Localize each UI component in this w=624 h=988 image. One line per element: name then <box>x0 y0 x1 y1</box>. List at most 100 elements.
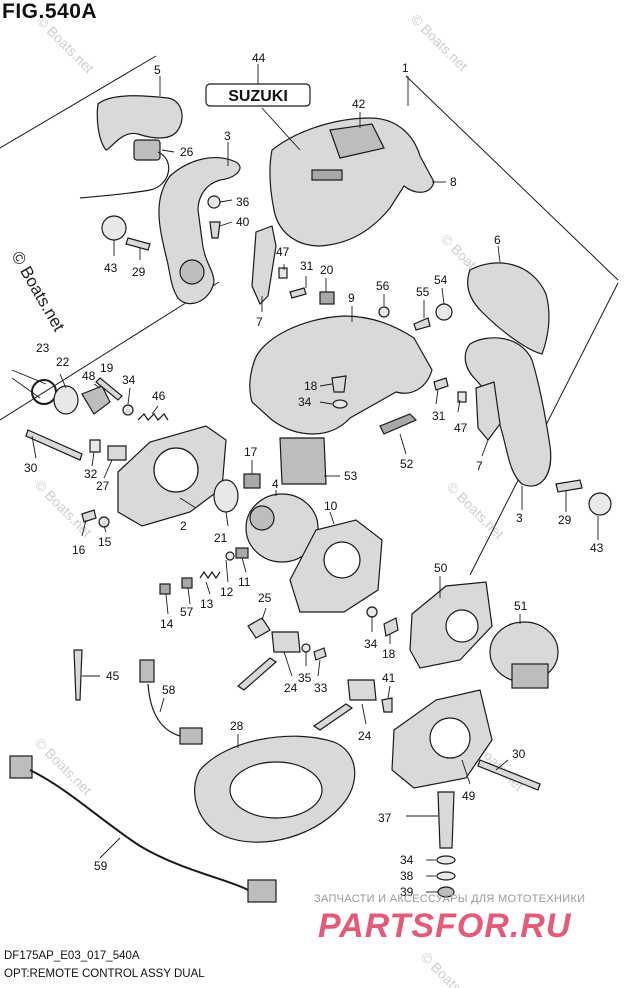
watermark: © Boats.net <box>444 479 507 542</box>
guide-rail <box>379 413 418 435</box>
neutral-switch <box>271 631 301 653</box>
callout-30: 30 <box>24 461 38 475</box>
callout-48: 48 <box>82 369 96 383</box>
ball <box>225 551 235 561</box>
screw <box>289 287 307 299</box>
callout-34: 34 <box>364 637 378 651</box>
screw <box>555 479 583 493</box>
nut <box>98 516 110 528</box>
shop-watermark-logo: PARTSFOR.RU <box>318 907 572 945</box>
harness-connector <box>247 879 277 903</box>
bushing <box>435 303 453 321</box>
small-block <box>181 577 193 589</box>
callout-18: 18 <box>382 647 396 661</box>
mount-bore <box>429 717 471 759</box>
callout-40: 40 <box>236 215 250 229</box>
throttle-sensor <box>347 679 377 701</box>
right-lever-bracket <box>475 381 501 441</box>
left-lever-bracket <box>251 225 277 306</box>
cover-indicator-window <box>329 123 385 159</box>
stopper-block <box>319 291 335 305</box>
callout-1: 1 <box>402 61 409 75</box>
callout-10: 10 <box>324 499 338 513</box>
callout-27: 27 <box>96 479 110 493</box>
callout-15: 15 <box>98 535 112 549</box>
callout-41: 41 <box>382 671 396 685</box>
right-grip-cover <box>467 262 550 355</box>
harness-wire <box>147 683 181 737</box>
callout-5: 5 <box>154 63 161 77</box>
callout-22: 22 <box>56 355 70 369</box>
harness-connector <box>9 755 33 779</box>
callout-42: 42 <box>352 97 366 111</box>
screw <box>125 237 151 251</box>
callout-25: 25 <box>258 591 272 605</box>
detent-block <box>243 473 261 489</box>
figure-title: FIG.540A <box>2 0 98 23</box>
callout-29: 29 <box>558 513 572 527</box>
harness-wire <box>29 769 249 891</box>
washer <box>332 399 348 409</box>
callout-7: 7 <box>256 315 263 329</box>
screw <box>413 317 431 331</box>
switch-wire <box>79 151 170 199</box>
lever-cap <box>588 492 612 516</box>
callout-6: 6 <box>494 233 501 247</box>
callout-53: 53 <box>344 469 358 483</box>
callout-28: 28 <box>230 719 244 733</box>
brand-plate-text: SUZUKI <box>228 88 288 105</box>
left-control-lever <box>158 157 241 305</box>
right-control-lever <box>464 337 552 487</box>
callout-14: 14 <box>160 617 174 631</box>
mount-bore <box>445 609 479 643</box>
gasket-hole <box>229 761 323 819</box>
spring <box>137 413 169 421</box>
washer <box>122 404 134 416</box>
callout-49: 49 <box>462 789 476 803</box>
figure-description: OPT:REMOTE CONTROL ASSY DUAL <box>4 968 205 980</box>
ring <box>213 479 239 513</box>
callout-11: 11 <box>238 575 251 589</box>
leader-lines <box>11 64 599 893</box>
long-bolt <box>477 759 541 791</box>
callout-32: 32 <box>84 467 98 481</box>
callout-54: 54 <box>434 273 448 287</box>
cover-slot <box>311 169 343 181</box>
callout-47: 47 <box>276 245 290 259</box>
screw <box>433 377 449 391</box>
housing-base <box>249 315 433 435</box>
harness-connector <box>179 727 203 745</box>
screw <box>381 697 393 713</box>
lever-spline-hub <box>179 259 205 285</box>
callout-12: 12 <box>220 585 234 599</box>
callout-16: 16 <box>72 543 86 557</box>
main-housing-cover <box>269 117 435 247</box>
callout-31: 31 <box>432 409 446 423</box>
callout-23: 23 <box>36 341 50 355</box>
callout-56: 56 <box>376 279 390 293</box>
switch <box>247 617 271 639</box>
bolt <box>437 791 455 849</box>
callout-50: 50 <box>434 561 448 575</box>
model-code: DF175AP_E03_017_540A <box>4 950 140 962</box>
callout-26: 26 <box>180 145 194 159</box>
washer <box>301 643 311 653</box>
shop-watermark-text: ЗАПЧАСТИ И АКСЕССУАРЫ ДЛЯ МОТОТЕХНИКИ <box>314 893 586 905</box>
washer <box>53 385 79 415</box>
washer <box>366 606 378 618</box>
callout-21: 21 <box>214 531 228 545</box>
nut <box>378 306 390 318</box>
screw <box>81 509 97 523</box>
grip-cover <box>96 95 183 151</box>
gear-spline <box>511 663 549 689</box>
washer <box>436 855 456 865</box>
callout-33: 33 <box>314 681 328 695</box>
retainer <box>81 385 111 415</box>
bolt <box>209 221 221 239</box>
washer <box>207 195 221 209</box>
callout-34: 34 <box>122 373 136 387</box>
watermark: © Boats.net <box>32 477 95 540</box>
switch-connector <box>133 139 161 161</box>
